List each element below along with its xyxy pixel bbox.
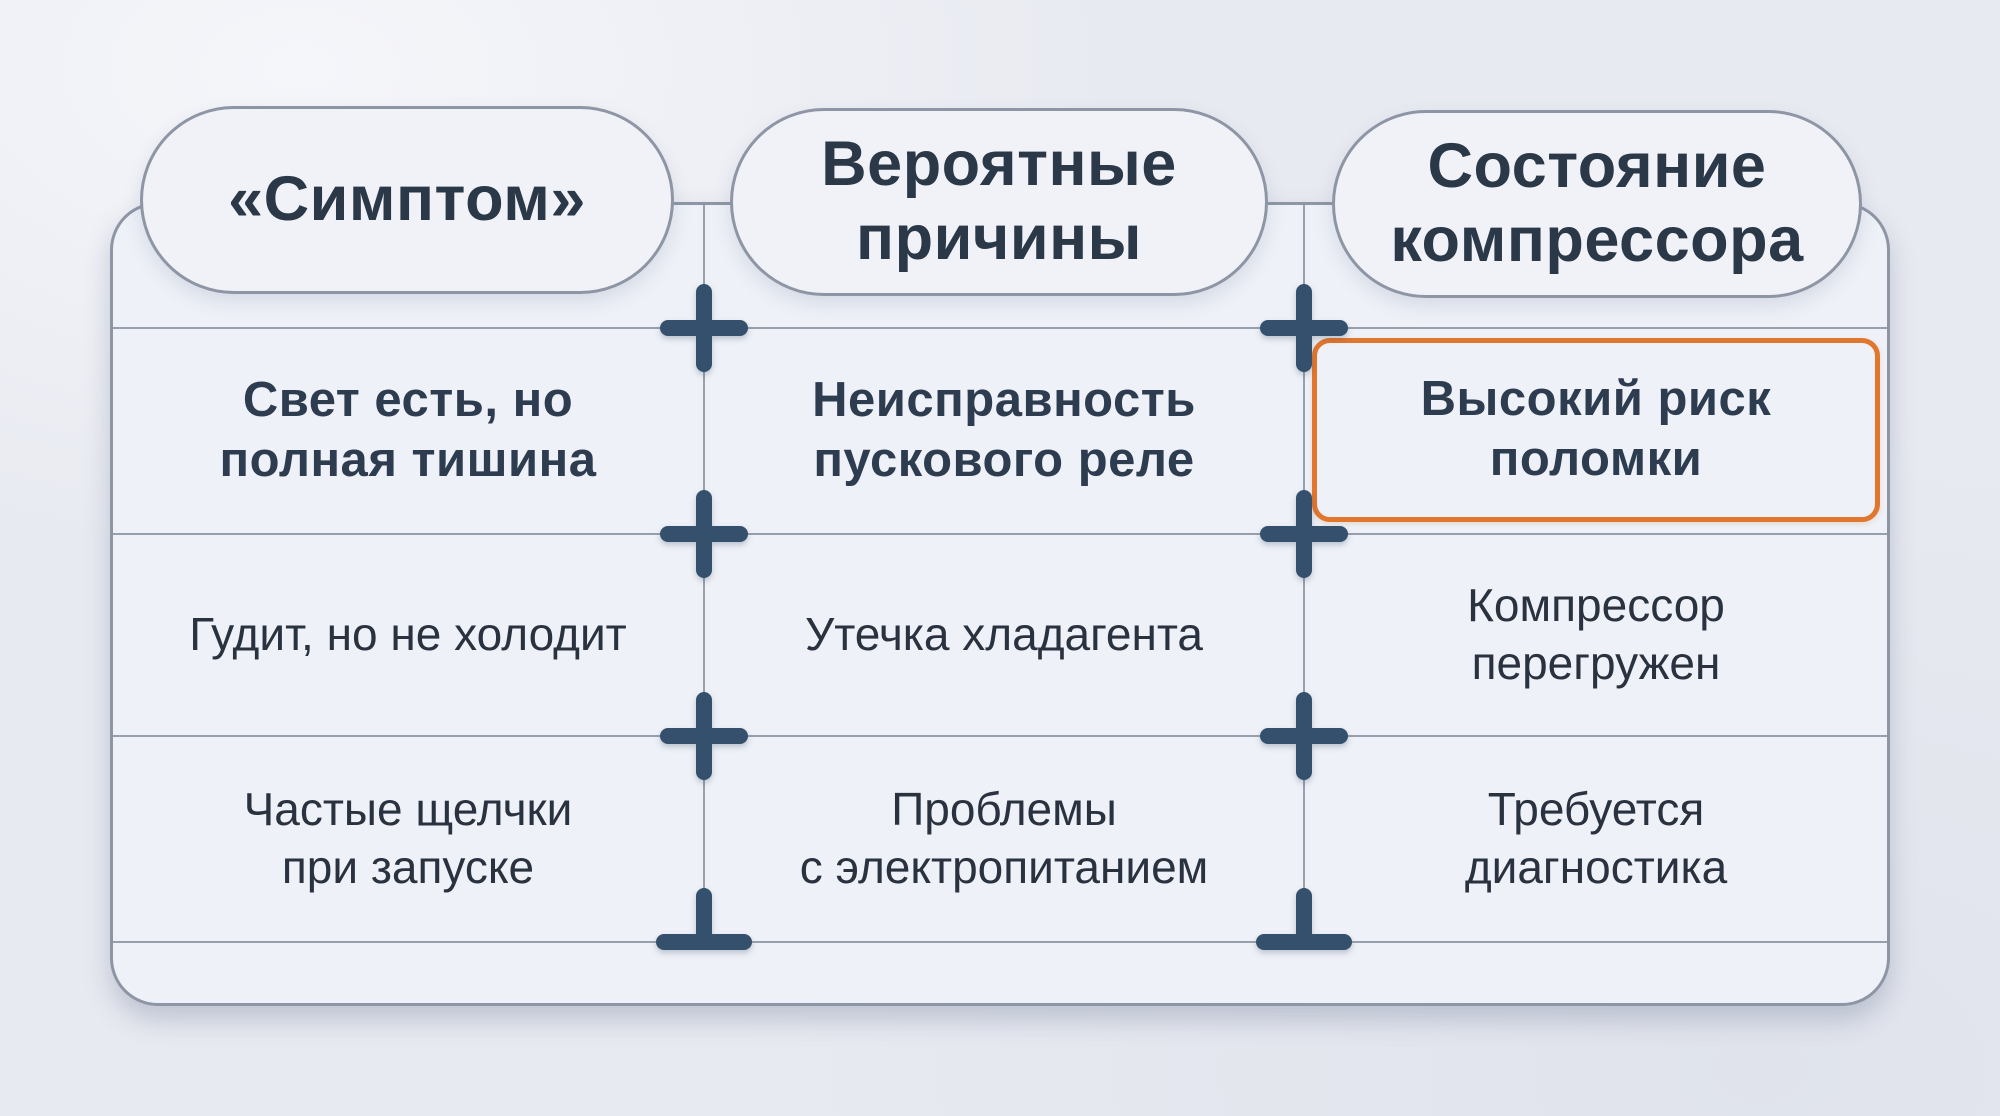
table-cell-cause-3: Проблемы с электропитанием: [705, 737, 1303, 941]
cell-text: Проблемы с электропитанием: [799, 783, 1209, 893]
row-divider-3: [113, 735, 1887, 737]
cell-text: Высокий риск поломки: [1420, 372, 1772, 486]
table-cell-symptom-3: Частые щелчки при запуске: [113, 737, 703, 941]
header-label: «Симптом»: [228, 164, 586, 235]
cell-text: Свет есть, но полная тишина: [219, 373, 597, 487]
row-divider-4: [113, 941, 1887, 943]
cell-text: Компрессор перегружен: [1467, 579, 1725, 689]
table-cell-symptom-1: Свет есть, но полная тишина: [113, 329, 703, 533]
table-cell-cause-2: Утечка хладагента: [705, 535, 1303, 735]
header-label: Состояние компрессора: [1390, 131, 1804, 275]
header-pill-symptom: «Симптом»: [140, 106, 674, 294]
row-divider-1: [113, 327, 1887, 329]
cell-text: Частые щелчки при запуске: [243, 783, 573, 893]
cell-text: Гудит, но не холодит: [189, 608, 627, 661]
header-pill-causes: Вероятные причины: [730, 108, 1268, 296]
header-pill-compressor-state: Состояние компрессора: [1332, 110, 1862, 298]
row-divider-2: [113, 533, 1887, 535]
table-cell-symptom-2: Гудит, но не холодит: [113, 535, 703, 735]
diagnostic-table-panel: Свет есть, но полная тишина Неисправност…: [110, 202, 1890, 1006]
highlight-box-high-risk: Высокий риск поломки: [1312, 338, 1880, 522]
table-cell-state-3: Требуется диагностика: [1305, 737, 1887, 941]
cell-text: Утечка хладагента: [804, 608, 1204, 661]
cell-text: Требуется диагностика: [1464, 783, 1728, 893]
cell-text: Неисправность пускового реле: [812, 373, 1196, 487]
table-cell-cause-1: Неисправность пускового реле: [705, 329, 1303, 533]
header-label: Вероятные причины: [821, 129, 1177, 273]
table-cell-state-2: Компрессор перегружен: [1305, 535, 1887, 735]
